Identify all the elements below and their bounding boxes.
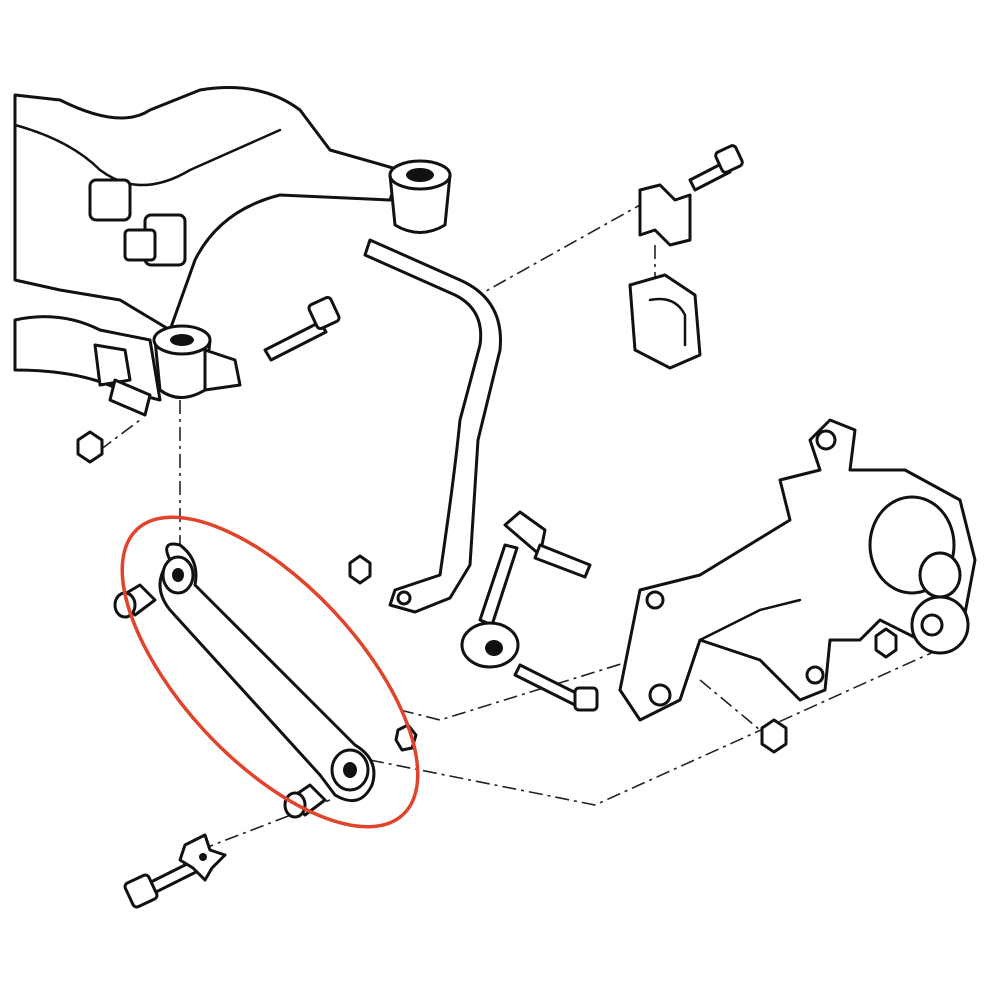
stabilizer-bracket bbox=[638, 183, 692, 247]
upper-bushing bbox=[388, 159, 452, 234]
rear-subframe bbox=[13, 86, 402, 417]
nut-icon bbox=[874, 627, 898, 659]
nuts bbox=[76, 430, 898, 754]
stabilizer-bushing bbox=[628, 273, 702, 370]
bolts bbox=[123, 144, 744, 909]
lateral-arm bbox=[158, 542, 376, 803]
eccentric-bolt bbox=[123, 858, 202, 909]
stabilizer-link bbox=[460, 510, 592, 669]
highlight-ellipse bbox=[120, 515, 420, 829]
nut-icon bbox=[760, 718, 788, 754]
subframe-bolt bbox=[263, 295, 341, 362]
nut-icon bbox=[348, 554, 372, 585]
stabilizer-bar bbox=[363, 238, 502, 614]
lower-bushing bbox=[152, 324, 242, 399]
arm-bushings bbox=[113, 583, 327, 819]
bracket-bolt bbox=[688, 144, 744, 192]
eccentric-washer bbox=[178, 833, 227, 882]
knuckle bbox=[618, 418, 977, 722]
nut-icon bbox=[76, 430, 104, 464]
link-bolt bbox=[513, 663, 599, 712]
